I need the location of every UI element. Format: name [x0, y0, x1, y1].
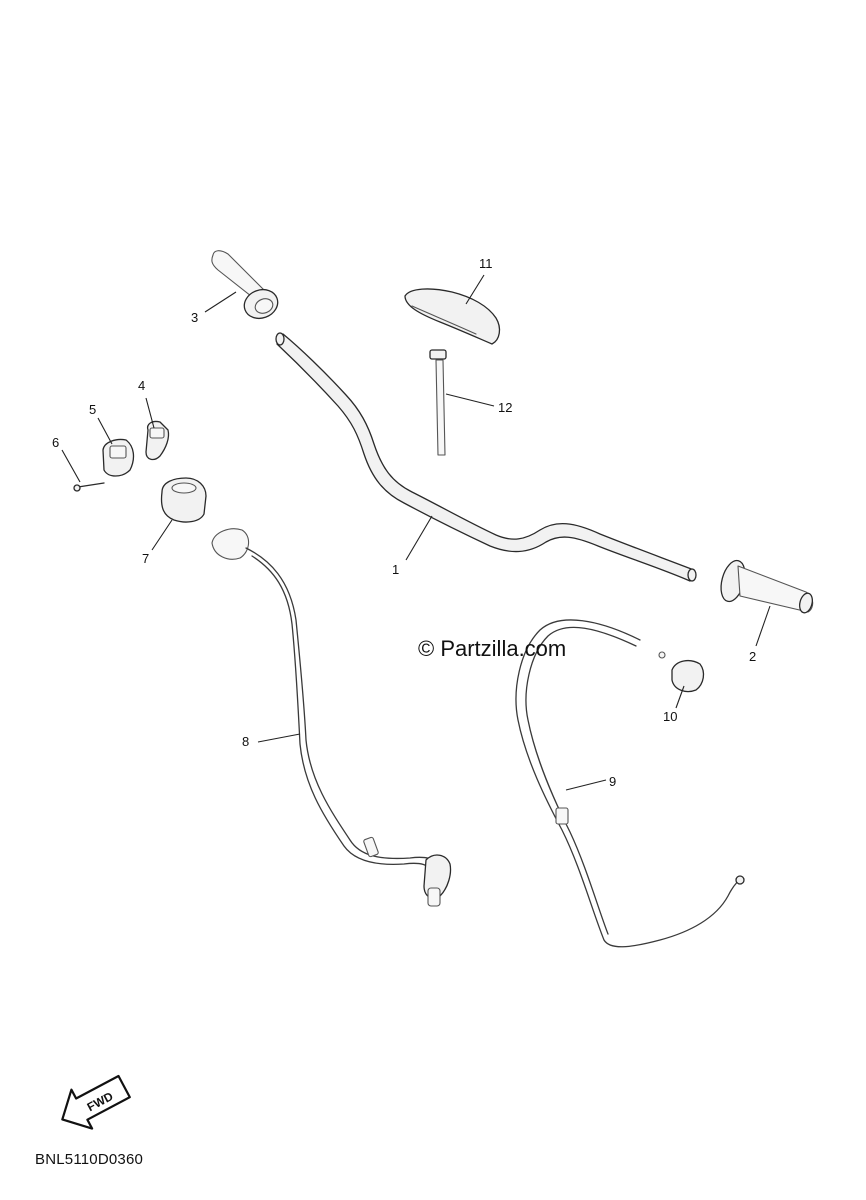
callout-4: 4 — [138, 378, 145, 393]
holder-part-5[interactable] — [102, 438, 135, 477]
diagram-code: BNL5110D0360 — [35, 1151, 144, 1168]
cap-part[interactable] — [658, 651, 705, 693]
callout-12: 12 — [498, 400, 512, 415]
bolt-part[interactable] — [429, 349, 447, 456]
callout-8: 8 — [242, 734, 249, 749]
callout-3: 3 — [191, 310, 198, 325]
screw-part[interactable] — [73, 482, 105, 492]
throttle-cable-part[interactable] — [515, 619, 745, 948]
grip-left-part[interactable] — [211, 250, 282, 323]
callout-11: 11 — [479, 256, 493, 271]
handlebar-cover-part[interactable] — [404, 288, 501, 345]
callout-10: 10 — [663, 709, 677, 724]
callout-2: 2 — [749, 649, 756, 664]
watermark: © Partzilla.com — [418, 636, 567, 661]
callout-1: 1 — [392, 562, 399, 577]
callout-labels: 1 2 3 4 5 6 7 8 9 10 11 12 — [52, 256, 756, 789]
callout-7: 7 — [142, 551, 149, 566]
callout-5: 5 — [89, 402, 96, 417]
grip-right-part[interactable] — [717, 558, 814, 614]
holder-part-4[interactable] — [145, 420, 170, 461]
callout-leaders — [61, 274, 771, 791]
callout-6: 6 — [52, 435, 59, 450]
fwd-arrow-icon: FWD — [61, 1074, 131, 1130]
cable-part-8[interactable] — [211, 528, 452, 907]
holder-upper-part[interactable] — [160, 477, 207, 523]
handlebar-part[interactable] — [275, 332, 697, 582]
callout-9: 9 — [609, 774, 616, 789]
